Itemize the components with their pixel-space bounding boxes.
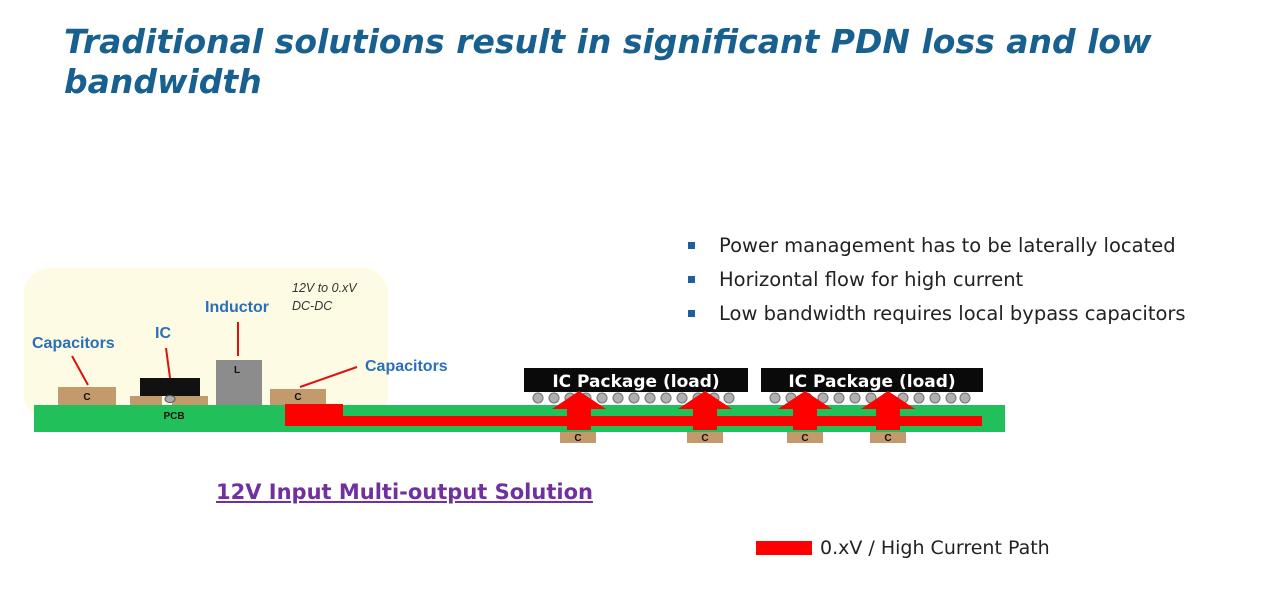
ic-ball (164, 395, 176, 403)
capacitor-letter: C (574, 433, 581, 444)
ic-chip (140, 378, 200, 396)
legend-label: 0.xV / High Current Path (820, 537, 1050, 559)
current-path-horizontal (285, 416, 982, 426)
ic-package-1 (524, 368, 748, 392)
ic-pointer (165, 347, 171, 379)
bullet-text: Low bandwidth requires local bypass capa… (719, 302, 1186, 325)
diagram-caption: 12V Input Multi-output Solution (216, 480, 593, 504)
ic-pad-right (172, 396, 208, 405)
capacitors-right-label: Capacitors (365, 358, 448, 375)
capacitor-left-pointer (71, 355, 89, 386)
capacitor-bottom (560, 432, 596, 443)
bullet-square-icon (688, 310, 695, 317)
dcdc-label-line2: DC-DC (292, 299, 333, 313)
capacitor-letter: C (294, 392, 301, 403)
legend-swatch (756, 541, 812, 555)
capacitor-bottom (870, 432, 906, 443)
capacitors-left-label: Capacitors (32, 335, 115, 352)
dcdc-label-line1: 12V to 0.xV (292, 281, 358, 295)
current-arrow (861, 391, 915, 430)
bullet-text: Horizontal flow for high current (719, 268, 1024, 291)
capacitor-right-pointer (299, 366, 358, 388)
capacitor-left (58, 387, 116, 405)
capacitor-letter: C (801, 433, 808, 444)
bullet-square-icon (688, 276, 695, 283)
bullet-item: Low bandwidth requires local bypass capa… (688, 297, 1186, 331)
inductor-letter: L (234, 365, 240, 376)
bullet-item: Power management has to be laterally loc… (688, 229, 1186, 263)
capacitor-letter: C (701, 433, 708, 444)
capacitor-bottom (787, 432, 823, 443)
capacitor-letter: C (83, 392, 90, 403)
ic-pad-left (130, 396, 162, 405)
capacitor-bottom (687, 432, 723, 443)
current-arrow (552, 391, 606, 430)
capacitor-output (270, 389, 326, 405)
bullet-item: Horizontal flow for high current (688, 263, 1186, 297)
ic-package-1-label: IC Package (load) (552, 372, 719, 392)
current-path-vertical (285, 404, 343, 417)
slide-title: Traditional solutions result in signific… (64, 22, 1152, 101)
bullet-text: Power management has to be laterally loc… (719, 234, 1176, 257)
vrm-zone (24, 268, 388, 420)
bullet-square-icon (688, 242, 695, 249)
legend: 0.xV / High Current Path (756, 537, 1050, 559)
current-arrow (678, 391, 732, 430)
inductor (216, 360, 262, 405)
ic-label: IC (155, 325, 171, 342)
ic-package-2-label: IC Package (load) (788, 372, 955, 392)
pcb-label: PCB (163, 411, 184, 422)
inductor-label: Inductor (205, 299, 269, 316)
capacitor-letter: C (884, 433, 891, 444)
ic-package-2 (761, 368, 983, 392)
current-arrow (778, 391, 832, 430)
bullet-list: Power management has to be laterally loc… (688, 229, 1186, 331)
